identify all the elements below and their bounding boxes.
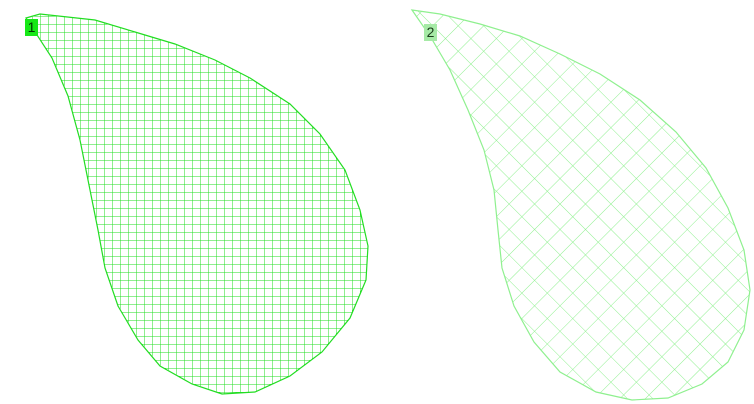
shape-1-grid-fill — [26, 14, 368, 394]
shape-2-number-label: 2 — [426, 24, 435, 40]
shape-1-number-badge[interactable]: 1 — [25, 19, 38, 36]
shape-2-outline — [410, 9, 751, 401]
shape-2-number-badge[interactable]: 2 — [424, 24, 437, 41]
shape-1-number-label: 1 — [27, 19, 36, 35]
shape-1-outline — [25, 13, 369, 395]
